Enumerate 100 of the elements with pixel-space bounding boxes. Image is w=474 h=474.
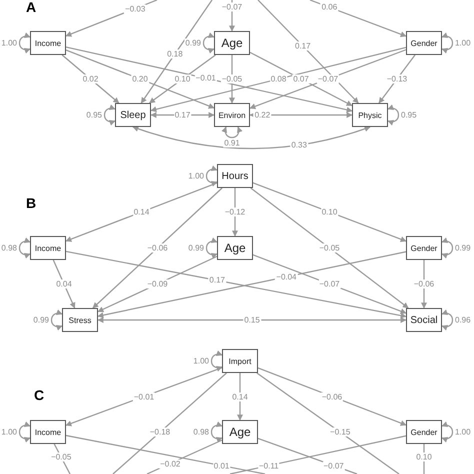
coefficient-label: 0.99	[454, 244, 472, 252]
path-arrow	[97, 317, 407, 323]
path-arrow	[97, 256, 218, 312]
coefficient-label: 0.96	[454, 316, 472, 324]
path-arrow	[65, 182, 218, 242]
variance-loop	[18, 422, 31, 442]
coefficient-label: 0.22	[254, 110, 272, 120]
path-arrow	[258, 367, 407, 426]
coefficient-label: 0.17	[208, 276, 226, 285]
path-arrow	[140, 0, 212, 104]
variable-box: Environ	[214, 103, 250, 127]
variable-box: Social	[406, 308, 442, 332]
path-arrow	[378, 54, 416, 104]
variable-box: Sleep	[115, 103, 151, 127]
path-arrow	[250, 52, 353, 106]
coefficient-label: −0.11	[258, 461, 280, 470]
variable-box: Gender	[406, 31, 442, 55]
variable-box: Age	[214, 31, 250, 55]
path-arrow	[149, 54, 216, 104]
coefficient-label: −0.04	[275, 272, 298, 282]
coefficient-label: 0.98	[0, 244, 18, 252]
coefficient-label: 0.06	[320, 2, 338, 12]
coefficient-label: −0.06	[412, 280, 436, 288]
variable-box: Hours	[217, 164, 253, 188]
path-arrow	[65, 367, 222, 426]
path-arrow	[249, 112, 353, 118]
variable-box: Income	[30, 420, 66, 444]
path-arrow	[229, 55, 235, 104]
variance-loop	[441, 310, 454, 330]
path-arrow	[237, 373, 243, 421]
variance-loop	[441, 238, 454, 258]
coefficient-label: −0.01	[132, 392, 156, 401]
coefficient-label: −0.18	[148, 428, 172, 437]
coefficient-label: 0.08	[270, 74, 288, 84]
variable-box: Age	[222, 420, 258, 444]
coefficient-label: −0.02	[159, 459, 182, 468]
variance-loop	[441, 422, 454, 442]
coefficient-label: −0.15	[329, 428, 352, 437]
panel-letter: C	[34, 388, 44, 402]
variance-loop	[18, 32, 31, 54]
path-arrow	[229, 0, 235, 32]
variance-loop	[104, 104, 116, 126]
coefficient-label: 0.15	[243, 316, 261, 324]
coefficient-label: −0.05	[50, 452, 72, 462]
coefficient-label: −0.12	[224, 208, 246, 216]
variance-loop	[206, 238, 218, 258]
coefficient-label: 0.20	[131, 74, 149, 84]
variance-loop	[222, 126, 242, 138]
variance-loop	[210, 422, 223, 442]
coefficient-label: −0.09	[146, 280, 169, 288]
path-arrow	[258, 0, 359, 104]
coefficient-label: 0.02	[82, 74, 100, 84]
path-arrow	[65, 0, 158, 37]
path-arrow	[252, 182, 407, 242]
coefficient-label: 1.00	[192, 356, 210, 366]
variance-loop	[18, 238, 31, 258]
path-arrow	[132, 126, 371, 150]
coefficient-label: 1.00	[454, 428, 472, 436]
path-arrow	[66, 49, 215, 109]
coefficient-label: 0.99	[187, 244, 205, 252]
coefficient-label: 0.04	[55, 280, 73, 288]
variable-box: Age	[217, 236, 253, 260]
path-arrow	[310, 0, 407, 38]
coefficient-label: −0.01	[194, 74, 217, 83]
coefficient-label: 1.00	[0, 38, 18, 48]
variance-loop	[50, 310, 63, 330]
path-arrow	[66, 46, 353, 113]
variable-box: Income	[30, 31, 66, 55]
coefficient-label: −0.07	[322, 461, 345, 470]
path-arrow	[52, 260, 76, 309]
coefficient-label: 1.00	[0, 428, 18, 436]
coefficient-label: 0.10	[174, 74, 192, 84]
path-arrow	[252, 254, 407, 314]
coefficient-label: −0.05	[220, 74, 244, 84]
path-arrow	[92, 188, 222, 308]
coefficient-label: 1.00	[187, 172, 205, 180]
path-arrow	[150, 46, 406, 112]
variable-box: Import	[222, 349, 258, 373]
coefficient-label: 0.14	[231, 392, 249, 401]
coefficient-label: 0.18	[166, 50, 184, 59]
path-arrow	[150, 112, 215, 118]
coefficient-label: 0.10	[415, 452, 433, 462]
coefficient-label: 0.01	[212, 461, 230, 470]
coefficient-label: 0.33	[290, 140, 308, 150]
coefficient-label: 1.00	[454, 38, 472, 48]
coefficient-label: 0.10	[320, 208, 338, 216]
variable-box: Gender	[406, 236, 442, 260]
coefficient-label: 0.95	[400, 110, 418, 120]
variable-box: Income	[30, 236, 66, 260]
coefficient-label: 0.07	[292, 74, 310, 84]
path-arrow	[250, 188, 409, 308]
coefficient-label: 0.17	[294, 42, 312, 50]
coefficient-label: −0.13	[386, 74, 408, 84]
path-arrow	[62, 54, 120, 104]
variance-loop	[387, 104, 400, 126]
variable-box: Stress	[62, 308, 98, 332]
variance-loop	[210, 350, 223, 372]
panel-letter: B	[26, 196, 36, 210]
coefficient-label: 0.91	[223, 138, 241, 148]
coefficient-label: −0.07	[316, 74, 340, 84]
